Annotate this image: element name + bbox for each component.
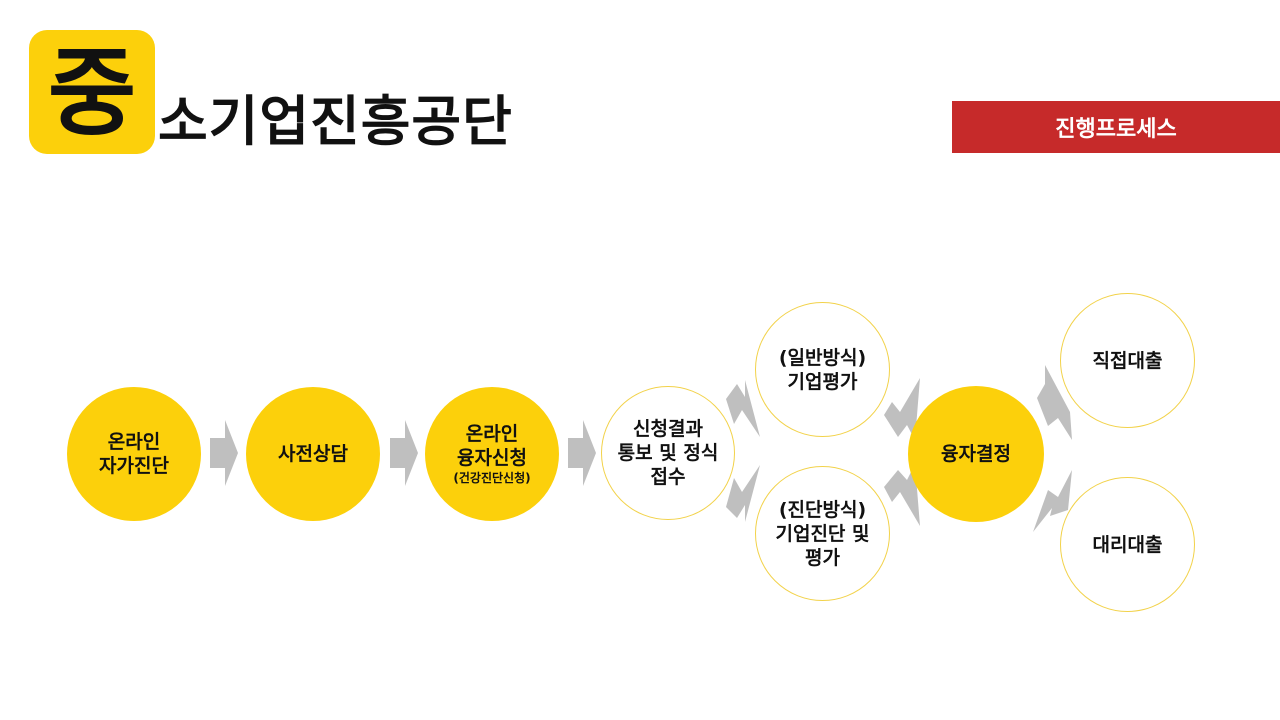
step-online-self-diagnosis: 온라인 자가진단	[67, 387, 201, 521]
step-pre-consultation: 사전상담	[246, 387, 380, 521]
node-label: (진단방식)	[778, 498, 867, 521]
node-label: 기업평가	[787, 370, 858, 393]
logo-char: 중	[47, 37, 137, 149]
node-label: (일반방식)	[778, 346, 867, 369]
node-label: 신청결과	[633, 418, 703, 440]
node-label: 직접대출	[1092, 349, 1163, 372]
node-label: 대리대출	[1092, 533, 1163, 556]
arrow-up-right-icon	[884, 378, 920, 440]
node-label: 융자결정	[941, 443, 1011, 465]
arrow-down-right-icon	[1033, 470, 1072, 532]
step-result-notice: 신청결과 통보 및 정식 접수	[601, 386, 735, 520]
arrow-right-icon	[568, 420, 596, 486]
process-title-badge: 진행프로세스	[952, 101, 1280, 153]
node-label: 온라인	[465, 423, 519, 445]
step-direct-loan: 직접대출	[1060, 293, 1195, 428]
node-label: 평가	[805, 546, 840, 569]
node-label: 융자신청	[457, 447, 527, 469]
node-label: 온라인	[107, 431, 161, 453]
arrow-up-right-icon	[726, 380, 760, 437]
logo-badge	[29, 30, 155, 154]
node-label: 접수	[650, 466, 686, 488]
arrow-down-right-icon	[726, 465, 760, 522]
node-sublabel: (건강진단신청)	[453, 471, 531, 485]
node-label: 통보 및 정식	[617, 442, 719, 464]
step-diagnosis-evaluation: (진단방식) 기업진단 및 평가	[755, 466, 890, 601]
organization-name: 소기업진흥공단	[158, 90, 513, 153]
node-label: 사전상담	[278, 443, 348, 465]
node-label: 기업진단 및	[775, 522, 870, 545]
step-loan-decision: 융자결정	[908, 386, 1044, 522]
arrow-down-right-icon	[884, 464, 920, 526]
step-agency-loan: 대리대출	[1060, 477, 1195, 612]
arrow-right-icon	[210, 420, 238, 486]
arrow-right-icon	[390, 420, 418, 486]
node-label: 자가진단	[99, 455, 169, 477]
step-general-evaluation: (일반방식) 기업평가	[755, 302, 890, 437]
arrow-up-right-icon	[1037, 365, 1072, 440]
step-online-loan-application: 온라인 융자신청 (건강진단신청)	[425, 387, 559, 521]
